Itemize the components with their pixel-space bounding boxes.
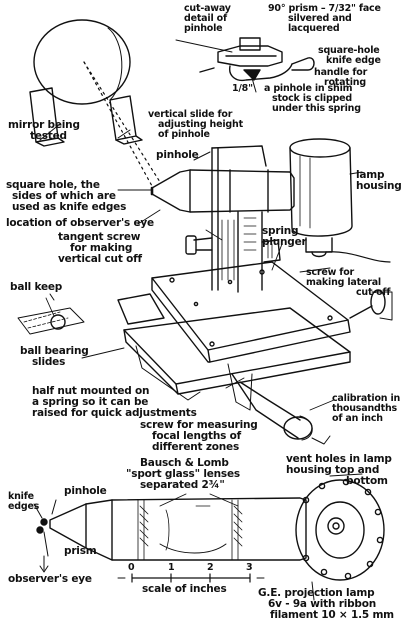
label-shim-line1: a pinhole in shim — [264, 83, 353, 94]
label-knife-line2: edges — [8, 501, 40, 512]
label-shim-line3: under this spring — [272, 103, 361, 114]
label-square-hole: square hole, the sides of which are used… — [6, 180, 126, 213]
label-prism-bottom: prism — [64, 545, 97, 557]
label-vslide-line2: adjusting height — [158, 119, 243, 130]
scale-tick-0: 0 — [128, 562, 135, 573]
label-spring-line2: plunger — [262, 236, 307, 248]
label-tangent-screw: tangent screw for making vertical cut of… — [58, 232, 142, 265]
label-cutaway-line1: cut-away — [184, 3, 231, 14]
label-focal-line3: different zones — [152, 441, 239, 453]
scale-tick-2: 2 — [207, 562, 214, 573]
label-sqhole-line3: used as knife edges — [12, 201, 127, 213]
leader-lines — [46, 190, 334, 410]
label-vent-line1: vent holes in lamp — [286, 453, 392, 465]
label-ge-lamp: G.E. projection lamp 6v - 9a with ribbon… — [258, 588, 394, 621]
label-mirror-line1: mirror being — [8, 119, 80, 131]
label-halfnut-line2: a spring so it can be — [32, 396, 149, 408]
label-shim: a pinhole in shim stock is clipped under… — [264, 84, 361, 114]
label-square-knife: square-hole knife edge — [318, 46, 381, 66]
label-lateral-line3: cut-off — [356, 287, 391, 298]
label-bausch-lomb: Bausch & Lomb "sport glass" lenses separ… — [126, 458, 240, 491]
label-ball-bearing: ball bearing slides — [20, 346, 89, 368]
label-scale: scale of inches — [142, 583, 227, 595]
label-tangent-line2: for making — [70, 242, 133, 254]
label-knife-line1: knife — [8, 491, 34, 502]
label-lateral-line2: making lateral — [306, 277, 381, 288]
label-vslide-line1: vertical slide for — [148, 109, 233, 120]
label-prism-line1: 90° prism – 7/32" face — [268, 3, 381, 14]
label-prism: 90° prism – 7/32" face silvered and lacq… — [268, 4, 381, 34]
label-handle-line2: rotating — [324, 77, 366, 88]
pinhole-assembly — [152, 146, 294, 292]
label-prism-line3: lacquered — [288, 23, 340, 34]
label-sqhole-line1: square hole, the — [6, 179, 100, 191]
label-half-nut: half nut mounted on a spring so it can b… — [32, 386, 197, 419]
label-focal-line2: focal lengths of — [152, 430, 242, 442]
cutaway-detail — [176, 38, 314, 92]
slide-base — [18, 262, 392, 444]
label-observer-location: location of observer's eye — [6, 217, 154, 229]
label-halfnut-line1: half nut mounted on — [32, 385, 150, 397]
label-handle-line1: handle for — [314, 67, 368, 78]
label-bausch-line2: "sport glass" lenses — [126, 468, 240, 480]
label-bausch-line3: separated 2¾" — [140, 479, 225, 491]
label-vertical-slide: vertical slide for adjusting height of p… — [148, 110, 243, 140]
label-calibration: calibration in thousandths of an inch — [332, 394, 400, 424]
label-vent-line3: bottom — [346, 475, 388, 487]
label-calib-line1: calibration in — [332, 393, 401, 404]
mirror-illustration — [30, 20, 160, 186]
label-ge-line2: 6v - 9a with ribbon — [268, 598, 377, 610]
label-focal-screw: screw for measuring focal lengths of dif… — [140, 420, 258, 453]
label-lamp-line1: lamp — [356, 169, 385, 181]
lamp-housing — [290, 139, 390, 262]
label-fraction: 1/8" — [232, 83, 253, 94]
label-mirror: mirror being tested — [8, 120, 80, 142]
label-tangent-line3: vertical cut off — [58, 253, 142, 265]
label-vslide-line3: of pinhole — [158, 129, 210, 140]
label-ge-line1: G.E. projection lamp — [258, 587, 375, 599]
label-lamp-housing: lamp housing — [356, 170, 402, 192]
label-spring-line1: spring — [262, 225, 299, 237]
label-vent-holes: vent holes in lamp housing top and botto… — [286, 454, 392, 487]
label-pinhole-bottom: pinhole — [64, 485, 107, 497]
lamp-lens-assembly — [34, 474, 384, 600]
label-ball-keep: ball keep — [10, 281, 63, 293]
label-spring-plunger: spring plunger — [262, 225, 307, 248]
label-shim-line2: stock is clipped — [272, 93, 352, 104]
label-focal-line1: screw for measuring — [140, 419, 258, 431]
scale-tick-1: 1 — [168, 562, 175, 573]
label-knife-edges: knife edges — [8, 492, 39, 512]
label-halfnut-line3: raised for quick adjustments — [32, 407, 197, 419]
label-lateral-screw: screw for making lateral cut-off — [306, 268, 390, 298]
scale-bar — [118, 574, 264, 582]
label-handle: handle for rotating — [314, 68, 367, 88]
label-square-knife-line2: knife edge — [326, 55, 381, 66]
label-ge-line3: filament 10 × 1.5 mm — [270, 609, 394, 621]
label-sqhole-line2: sides of which are — [12, 190, 116, 202]
label-lamp-line2: housing — [356, 180, 402, 192]
label-pinhole-top: pinhole — [156, 149, 199, 161]
label-observers-eye: observer's eye — [8, 573, 92, 585]
label-bausch-line1: Bausch & Lomb — [140, 457, 229, 469]
label-square-knife-line1: square-hole — [318, 45, 380, 56]
label-cutaway-line3: pinhole — [184, 23, 223, 34]
scale-tick-3: 3 — [246, 562, 253, 573]
label-ballbearing-line2: slides — [32, 356, 66, 368]
label-calib-line2: thousandths — [332, 403, 397, 414]
label-prism-line2: silvered and — [288, 13, 352, 24]
label-vent-line2: housing top and — [286, 464, 380, 476]
label-mirror-line2: tested — [30, 130, 67, 142]
label-calib-line3: of an inch — [332, 413, 383, 424]
label-lateral-line1: screw for — [306, 267, 355, 278]
label-cutaway-line2: detail of — [184, 13, 227, 24]
label-cutaway: cut-away detail of pinhole — [184, 4, 231, 34]
label-tangent-line1: tangent screw — [58, 231, 141, 243]
label-ballbearing-line1: ball bearing — [20, 345, 89, 357]
